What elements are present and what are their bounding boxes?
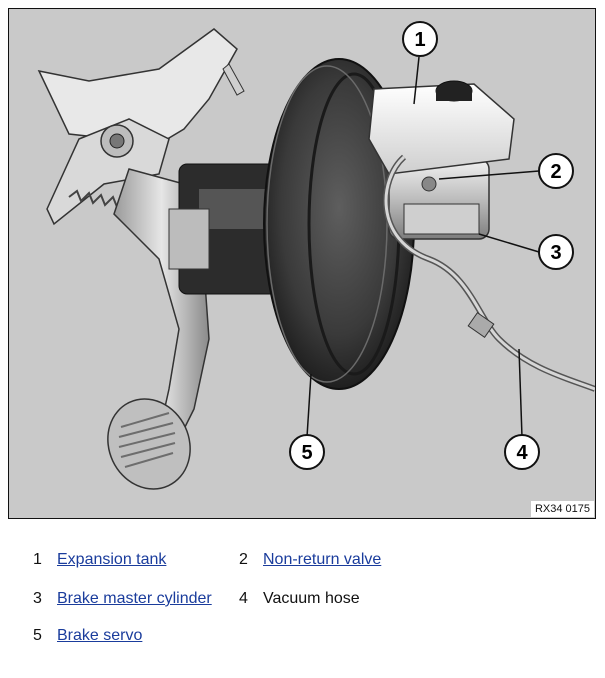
legend-link-brake-servo[interactable]: Brake servo xyxy=(57,627,143,644)
svg-text:2: 2 xyxy=(550,161,561,183)
svg-text:1: 1 xyxy=(414,29,425,51)
svg-text:5: 5 xyxy=(301,442,312,464)
legend-link-expansion-tank[interactable]: Expansion tank xyxy=(57,551,167,568)
legend-number: 2 xyxy=(239,551,248,568)
pedal-bracket xyxy=(37,28,245,226)
vacuum-hose-drawing xyxy=(383,154,595,392)
callout-4: 4 xyxy=(504,434,540,470)
legend-number: 4 xyxy=(239,590,248,607)
figure-reference-code: RX34 0175 xyxy=(530,501,594,517)
brake-assembly-drawing: 1 2 3 4 5 xyxy=(37,21,595,490)
callout-1: 1 xyxy=(402,21,438,57)
technical-illustration: 1 2 3 4 5 RX34 0175 xyxy=(8,8,596,519)
callout-3: 3 xyxy=(538,234,574,270)
legend-number: 3 xyxy=(33,590,42,607)
legend-link-brake-master-cylinder[interactable]: Brake master cylinder xyxy=(57,590,212,607)
callout-5: 5 xyxy=(289,434,325,470)
legend-number: 5 xyxy=(33,627,42,644)
svg-text:4: 4 xyxy=(516,442,528,464)
svg-text:3: 3 xyxy=(550,242,561,264)
callout-leaders xyxy=(306,56,540,438)
legend-number: 1 xyxy=(33,551,42,568)
callout-2: 2 xyxy=(538,153,574,189)
legend-link-non-return-valve[interactable]: Non-return valve xyxy=(263,551,382,568)
legend-label-vacuum-hose: Vacuum hose xyxy=(263,590,360,607)
expansion-tank xyxy=(368,80,515,175)
